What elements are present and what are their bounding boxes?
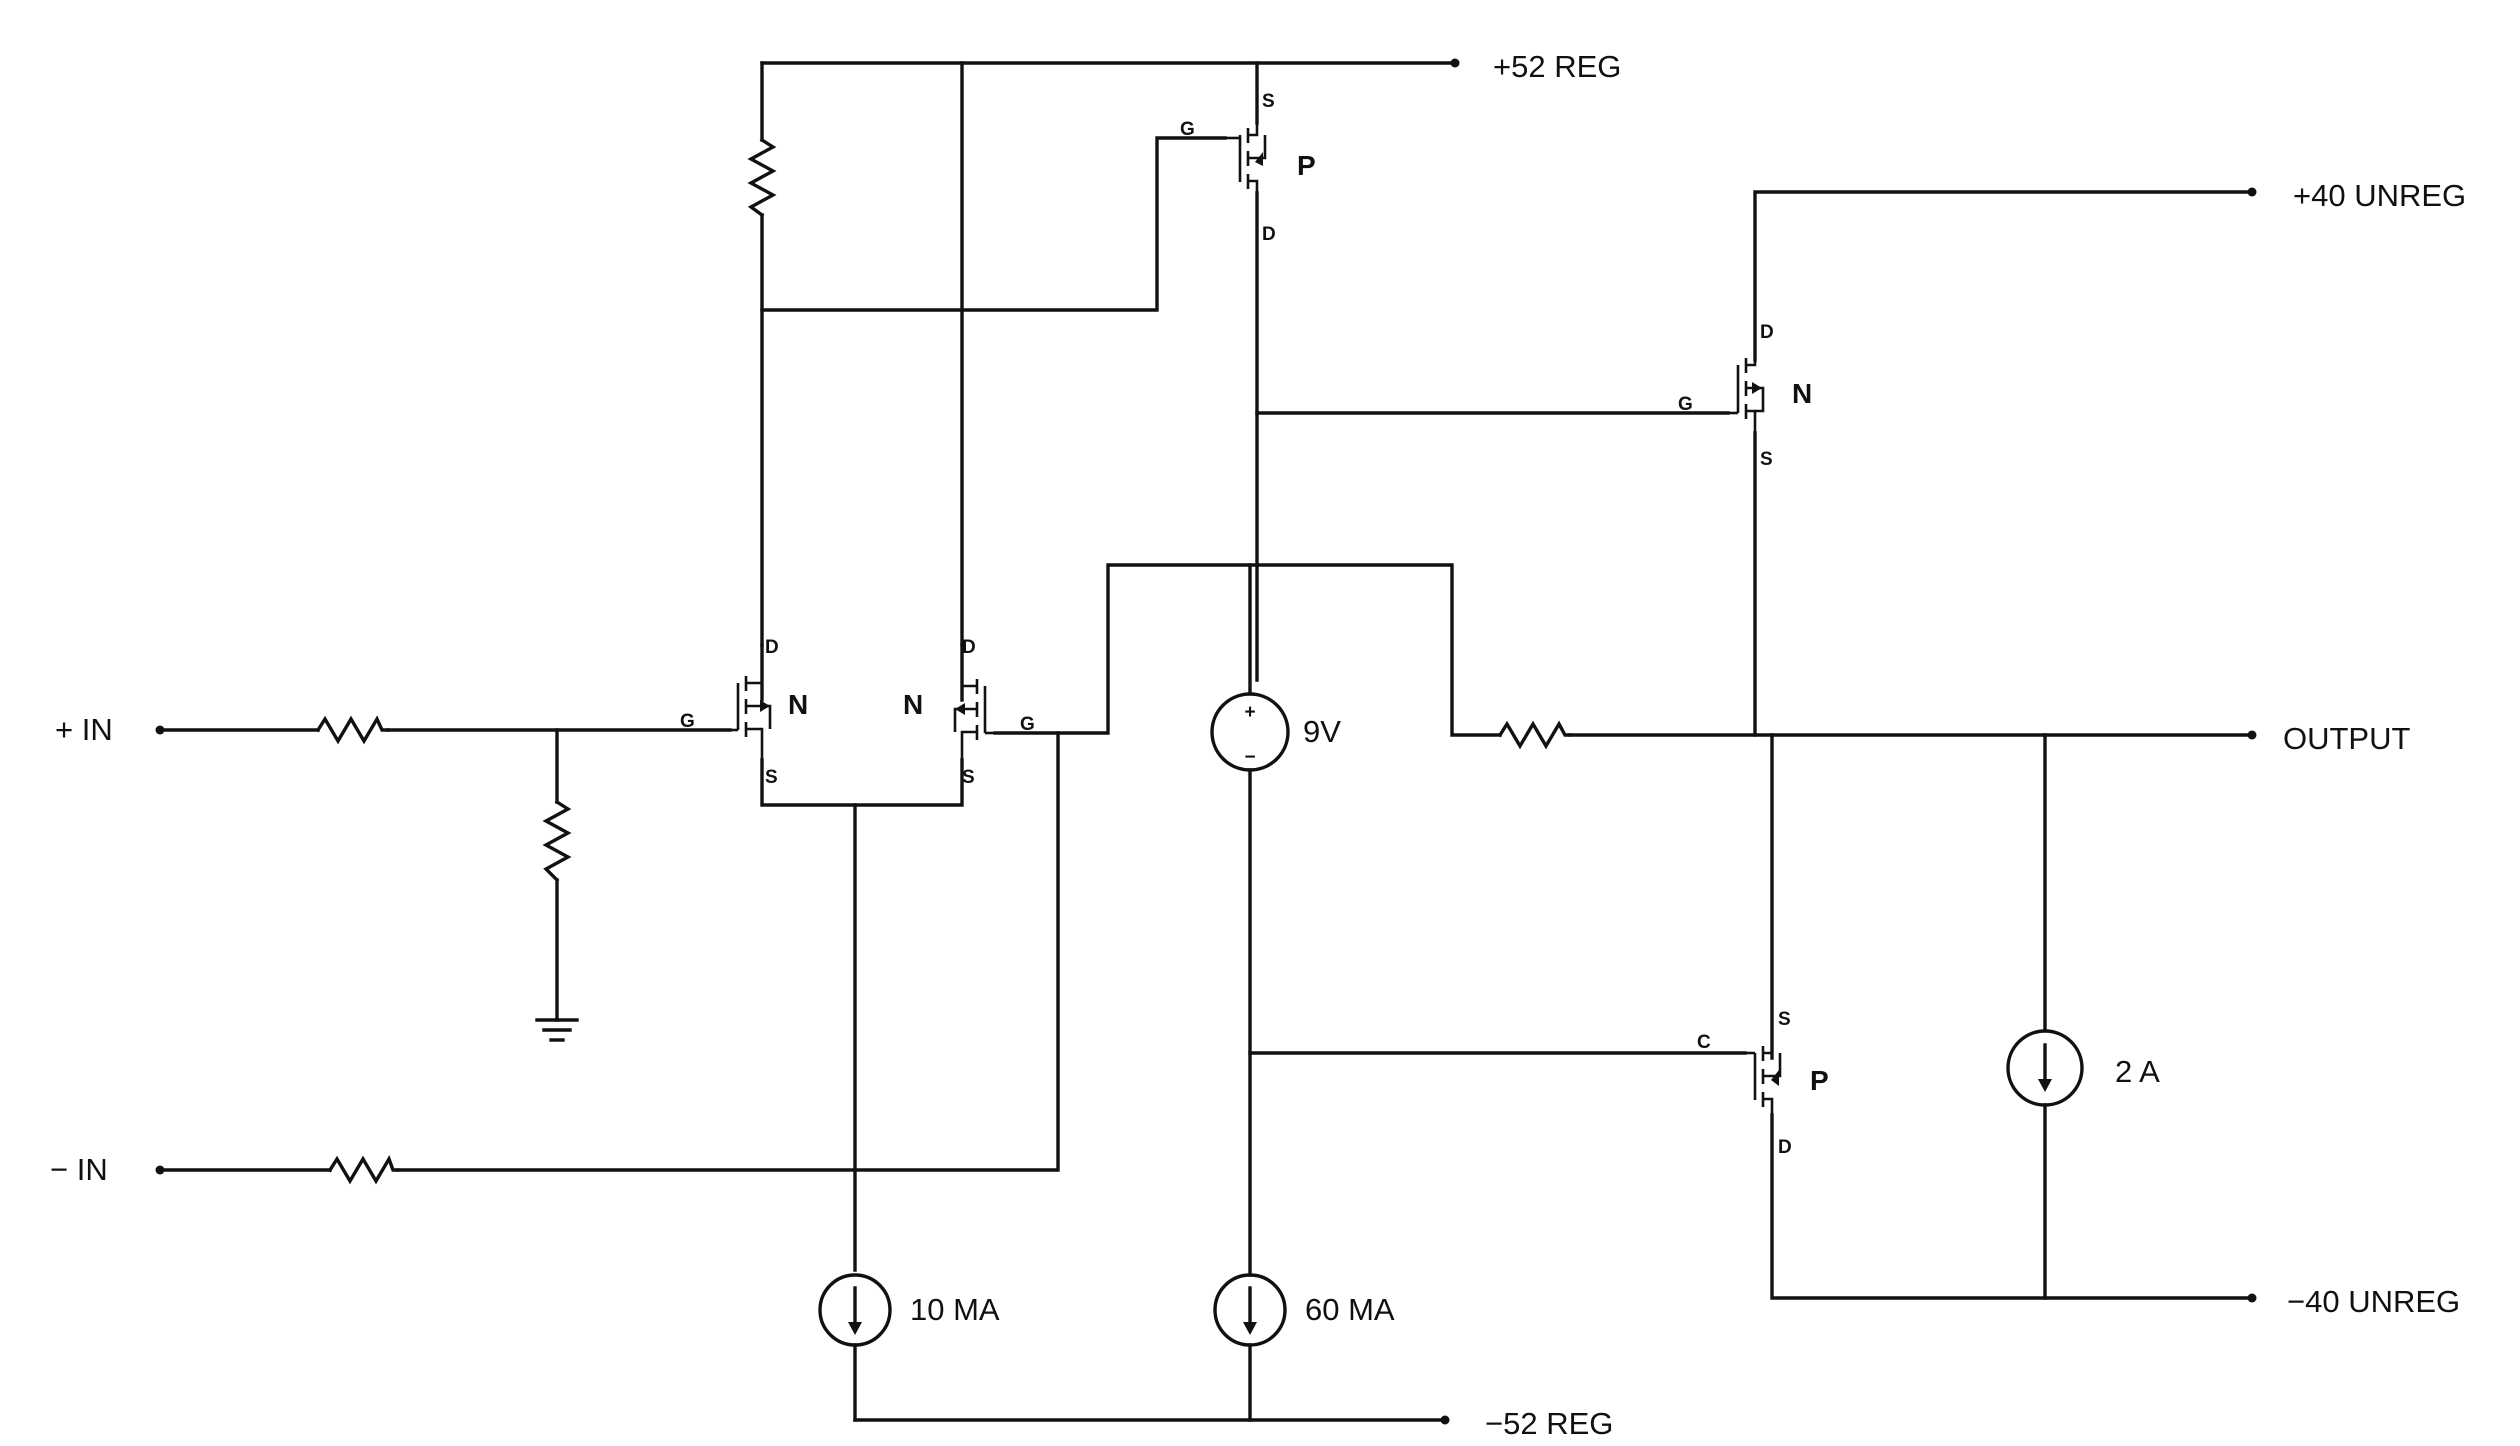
v9-plus: + <box>1244 702 1255 723</box>
resistor-plus-in <box>315 715 390 745</box>
ground-icon <box>535 1018 579 1042</box>
high-side-n-mosfet <box>1728 352 1765 433</box>
label-2a: 2 A <box>2115 1054 2160 1089</box>
label-10ma: 10 MA <box>910 1292 1000 1327</box>
wires <box>158 61 2254 1422</box>
top-p-s-label: S <box>1262 91 1275 112</box>
in-left-g-label: G <box>680 711 695 732</box>
input-right-n-mosfet <box>953 679 995 760</box>
label-60ma: 60 MA <box>1305 1292 1395 1327</box>
resistor-shunt <box>542 799 572 883</box>
wire-cross-to-top-gate <box>760 136 1227 312</box>
top-p-mosfet <box>1225 123 1267 193</box>
label-neg-40-unreg: −40 UNREG <box>2287 1284 2460 1319</box>
label-minus-in: − IN <box>50 1152 108 1187</box>
lo-p-type: P <box>1810 1065 1829 1096</box>
current-source-10ma <box>818 1273 892 1347</box>
wire-feedback <box>396 731 1060 1172</box>
lo-p-s-label: S <box>1778 1009 1791 1030</box>
in-left-s-label: S <box>765 767 778 788</box>
resistor-top-left <box>747 137 777 218</box>
in-right-type: N <box>903 689 923 720</box>
terminal-dots <box>155 58 2257 1425</box>
label-pos-52-reg: +52 REG <box>1493 49 1621 84</box>
wire-pos-40-unreg <box>1753 190 2254 362</box>
label-output: OUTPUT <box>2283 721 2411 756</box>
top-p-d-label: D <box>1262 224 1276 245</box>
hi-n-type: N <box>1792 378 1812 409</box>
top-p-g-label: G <box>1180 119 1195 140</box>
lo-p-g-label: C <box>1697 1032 1711 1053</box>
input-left-n-mosfet <box>730 676 772 760</box>
hi-n-g-label: G <box>1678 394 1693 415</box>
wire-lo-p-drain <box>1770 1113 2254 1300</box>
voltage-source-9v: + − <box>1210 692 1290 772</box>
in-left-d-label: D <box>765 637 779 658</box>
label-plus-in: + IN <box>55 712 113 747</box>
resistor-minus-in <box>327 1155 400 1185</box>
current-source-2a <box>2006 1029 2084 1107</box>
v9-minus: − <box>1244 747 1255 768</box>
lo-p-d-label: D <box>1778 1137 1792 1158</box>
current-source-60ma <box>1213 1273 1287 1347</box>
wire-right-gate <box>993 563 1502 737</box>
low-side-p-mosfet <box>1745 1046 1782 1115</box>
hi-n-s-label: S <box>1760 449 1773 470</box>
in-right-d-label: D <box>962 637 976 658</box>
resistors <box>315 137 1572 1185</box>
label-9v: 9V <box>1303 714 1341 749</box>
resistor-output <box>1497 720 1572 750</box>
label-neg-52-reg: −52 REG <box>1485 1406 1613 1441</box>
in-left-type: N <box>788 689 808 720</box>
label-pos-40-unreg: +40 UNREG <box>2293 178 2466 213</box>
wire-tail-pair <box>760 758 964 807</box>
in-right-s-label: S <box>962 767 975 788</box>
hi-n-d-label: D <box>1760 322 1774 343</box>
top-p-type: P <box>1297 150 1316 181</box>
in-right-g-label: G <box>1020 714 1035 735</box>
